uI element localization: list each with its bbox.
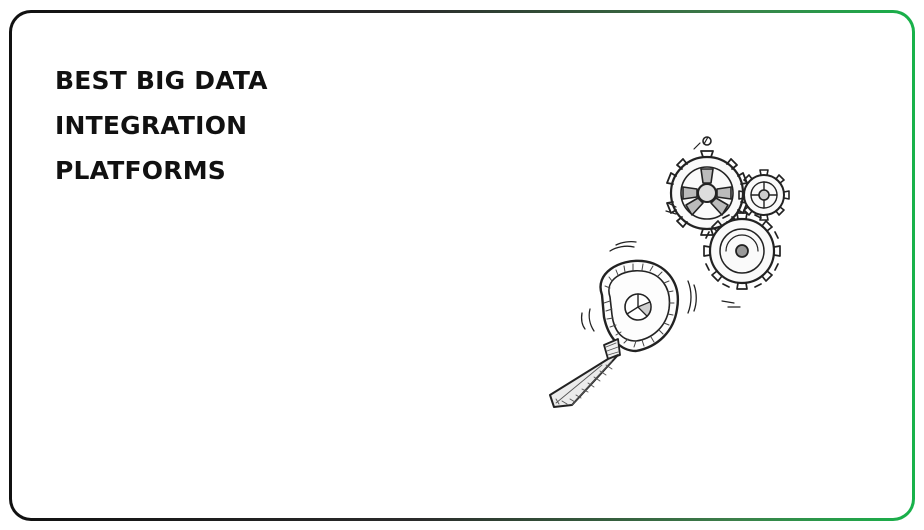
page-title: BEST BIG DATA INTEGRATION PLATFORMS [55, 58, 355, 193]
card-frame: BEST BIG DATA INTEGRATION PLATFORMS [9, 10, 915, 521]
card-body: BEST BIG DATA INTEGRATION PLATFORMS [12, 13, 912, 518]
title-line-1: BEST BIG DATA [55, 66, 268, 95]
gear-small-icon [738, 169, 790, 221]
gear-medium-icon [703, 212, 781, 290]
title-line-2: INTEGRATION [55, 111, 248, 140]
gear-large-icon [666, 136, 748, 236]
sketch-illustration [532, 133, 802, 423]
motion-lines [665, 136, 741, 308]
magnifier-pie-chart-icon [549, 240, 697, 408]
title-line-3: PLATFORMS [55, 156, 226, 185]
